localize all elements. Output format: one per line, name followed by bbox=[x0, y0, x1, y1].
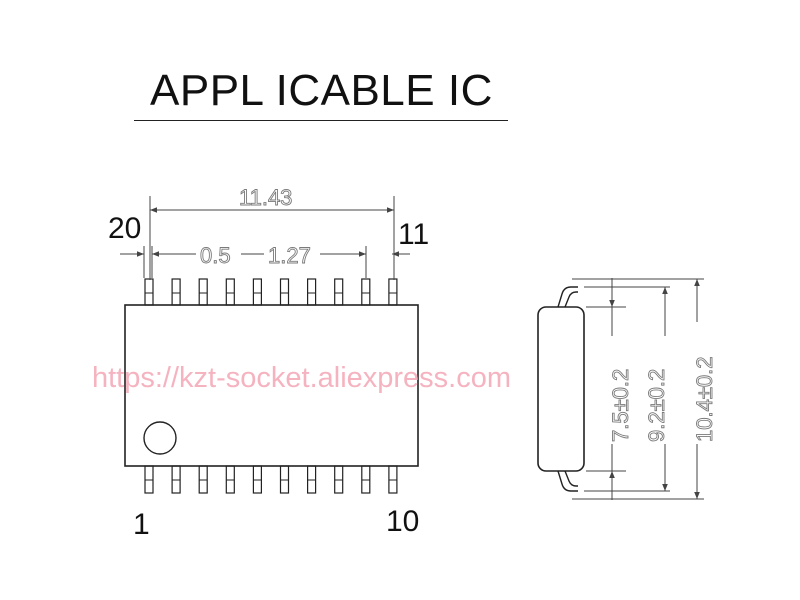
title: APPL ICABLE IC bbox=[150, 66, 493, 115]
total-width-text: 10.4±0.2 bbox=[692, 357, 717, 442]
overall-length-text: 11.43 bbox=[239, 185, 292, 210]
title-underline bbox=[134, 120, 508, 121]
pin-pitch-text: 1.27 bbox=[268, 243, 311, 268]
lead-span-text: 9.2±0.2 bbox=[644, 369, 669, 442]
pin-label-11: 11 bbox=[398, 218, 430, 251]
pin-label-10: 10 bbox=[386, 505, 420, 538]
ic-body-top-view bbox=[124, 304, 419, 467]
pin-top-20 bbox=[144, 278, 154, 306]
watermark-url: https://kzt-socket.aliexpress.com bbox=[92, 362, 512, 394]
ic-body-side-view bbox=[537, 306, 585, 472]
pin-top-18 bbox=[198, 278, 208, 306]
bottom-pin-row bbox=[144, 465, 398, 494]
top-pin-row bbox=[144, 278, 398, 306]
pin-top-15 bbox=[279, 278, 290, 306]
pin-top-19 bbox=[171, 278, 181, 306]
side-lead-bottom-outer bbox=[557, 470, 578, 492]
pin-top-17 bbox=[225, 278, 235, 306]
pin-width-text: 0.5 bbox=[200, 243, 231, 268]
pin-top-14 bbox=[307, 278, 317, 306]
side-lead-top-outer bbox=[557, 286, 578, 308]
body-width-text: 7.5±0.2 bbox=[608, 369, 633, 442]
pin-top-16 bbox=[252, 278, 262, 306]
side-lead-bottom-inner bbox=[564, 470, 578, 487]
pin-label-20: 20 bbox=[108, 212, 142, 245]
pin-top-11 bbox=[388, 278, 398, 306]
pin-label-1: 1 bbox=[133, 508, 150, 541]
pin-top-13 bbox=[334, 278, 344, 306]
side-lead-top-inner bbox=[564, 291, 578, 308]
pin1-marker-dot bbox=[143, 421, 177, 455]
pin-top-12 bbox=[361, 278, 371, 306]
